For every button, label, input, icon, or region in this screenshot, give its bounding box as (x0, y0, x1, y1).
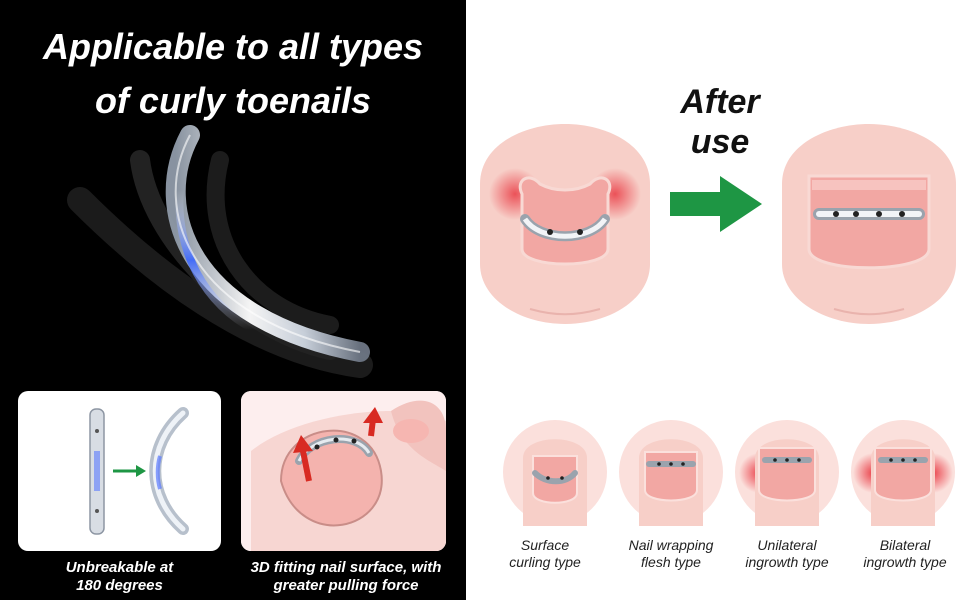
type-label-line2: ingrowth type (745, 554, 829, 570)
type-unilateral-ingrowth-icon (735, 420, 839, 526)
type-label-bilateral-ingrowth: Bilateral ingrowth type (845, 537, 965, 571)
after-line1: After (680, 83, 760, 121)
type-bilateral-ingrowth-icon (851, 420, 955, 526)
type-label-line1: Bilateral (879, 537, 931, 553)
type-label-line1: Surface (520, 537, 570, 553)
flex-strip-illustration (89, 407, 189, 535)
caption-line2: greater pulling force (273, 577, 419, 594)
type-label-surface-curling: Surface curling type (485, 537, 605, 571)
caption-line2: 180 degrees (76, 577, 163, 594)
type-label-line1: Nail wrapping (628, 537, 714, 553)
product-panel: Applicable to all types of curly toenail… (0, 0, 466, 600)
after-toe-illustration (782, 124, 956, 324)
type-label-unilateral-ingrowth: Unilateral ingrowth type (727, 537, 847, 571)
arrow-right-icon (113, 465, 146, 477)
after-line2: use (690, 123, 750, 161)
headline: Applicable to all types of curly toenail… (0, 20, 466, 128)
headline-line1: Applicable to all types (42, 26, 424, 67)
type-nail-wrapping-icon (619, 420, 723, 526)
fitting-caption: 3D fitting nail surface, with greater pu… (226, 559, 466, 595)
type-label-line2: curling type (509, 554, 581, 570)
type-label-line2: ingrowth type (863, 554, 947, 570)
unbreakable-caption: Unbreakable at 180 degrees (18, 559, 221, 595)
arrow-right-icon (670, 176, 762, 232)
headline-line2: of curly toenails (94, 80, 372, 121)
before-toe-illustration (480, 124, 650, 324)
type-label-nail-wrapping: Nail wrapping flesh type (611, 537, 731, 571)
up-arrow-icon (293, 407, 383, 482)
type-label-line1: Unilateral (757, 537, 817, 553)
corrector-strips-image (67, 125, 373, 378)
toe-closeup-illustration (241, 391, 446, 551)
after-use-label: After use (670, 82, 770, 162)
type-label-line2: flesh type (641, 554, 701, 570)
type-surface-curling-icon (503, 420, 607, 526)
unbreakable-card (18, 391, 221, 551)
caption-line1: 3D fitting nail surface, with (250, 559, 442, 576)
fitting-card (241, 391, 446, 551)
caption-line1: Unbreakable at (65, 559, 174, 576)
